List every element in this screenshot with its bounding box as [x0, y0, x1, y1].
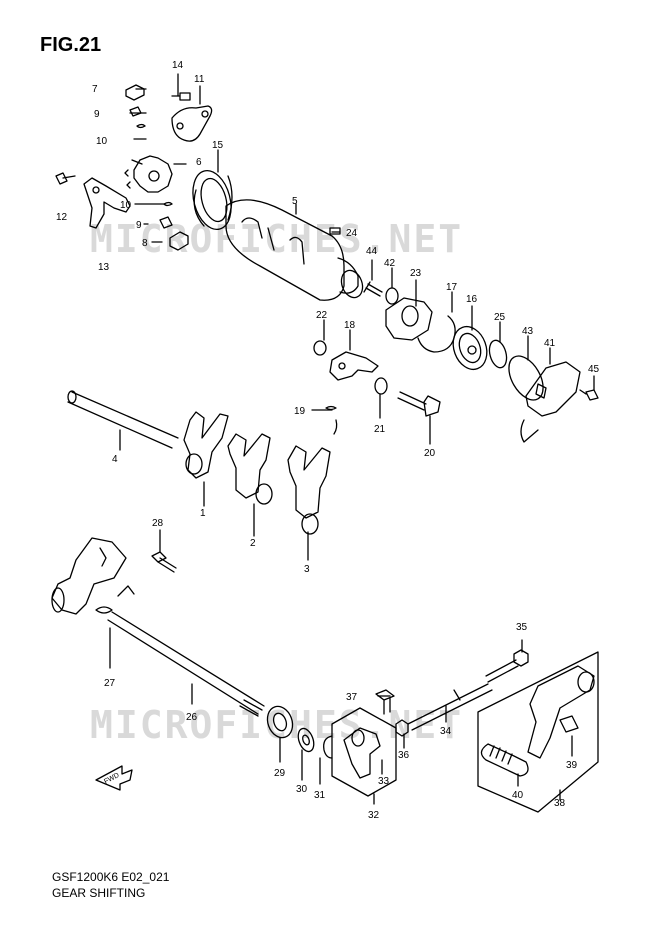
- callout-34: 34: [440, 726, 452, 737]
- callout-10b: 10: [120, 200, 132, 211]
- watermark-bottom: MICROFICHES.NET: [90, 703, 463, 747]
- callout-21: 21: [374, 424, 386, 435]
- figure-code: GSF1200K6 E02_021: [52, 870, 170, 884]
- callout-7: 7: [92, 84, 98, 95]
- callout-35: 35: [516, 622, 528, 633]
- callout-18: 18: [344, 320, 356, 331]
- callout-1: 1: [200, 508, 206, 519]
- callout-12: 12: [56, 212, 68, 223]
- callout-24: 24: [346, 228, 358, 239]
- callout-15: 15: [212, 140, 224, 151]
- callout-36: 36: [398, 750, 410, 761]
- callout-14: 14: [172, 60, 184, 71]
- callout-23: 23: [410, 268, 422, 279]
- callout-33: 33: [378, 776, 390, 787]
- callout-43: 43: [522, 326, 534, 337]
- callout-16: 16: [466, 294, 478, 305]
- callout-42: 42: [384, 258, 396, 269]
- callout-28: 28: [152, 518, 164, 529]
- watermark-top: MICROFICHES.NET: [90, 217, 463, 261]
- callout-40: 40: [512, 790, 524, 801]
- callout-5: 5: [292, 196, 298, 207]
- fwd-label: FWD: [103, 772, 120, 786]
- callout-2: 2: [250, 538, 256, 549]
- callout-10a: 10: [96, 136, 108, 147]
- callout-31: 31: [314, 790, 326, 801]
- callout-20: 20: [424, 448, 436, 459]
- callout-3: 3: [304, 564, 310, 575]
- callout-25: 25: [494, 312, 506, 323]
- callout-4: 4: [112, 454, 118, 465]
- figure-title: FIG.21: [40, 34, 102, 56]
- callout-30: 30: [296, 784, 308, 795]
- callout-labels: 7 9 10 6 14 11 15 12 10 9 8 13 5 24 44 4…: [56, 60, 600, 821]
- callout-19: 19: [294, 406, 306, 417]
- callout-38: 38: [554, 798, 566, 809]
- callout-6: 6: [196, 157, 202, 168]
- callout-44: 44: [366, 246, 378, 257]
- callout-29: 29: [274, 768, 286, 779]
- callout-17: 17: [446, 282, 458, 293]
- callout-13: 13: [98, 262, 110, 273]
- callout-45: 45: [588, 364, 600, 375]
- callout-41: 41: [544, 338, 556, 349]
- callout-9a: 9: [94, 109, 100, 120]
- figure-name: GEAR SHIFTING: [52, 886, 146, 900]
- callout-39: 39: [566, 760, 578, 771]
- callout-26: 26: [186, 712, 198, 723]
- callout-32: 32: [368, 810, 380, 821]
- callout-37: 37: [346, 692, 358, 703]
- callout-9b: 9: [136, 220, 142, 231]
- callout-27: 27: [104, 678, 116, 689]
- callout-8: 8: [142, 238, 148, 249]
- callout-11: 11: [194, 74, 205, 85]
- callout-22: 22: [316, 310, 328, 321]
